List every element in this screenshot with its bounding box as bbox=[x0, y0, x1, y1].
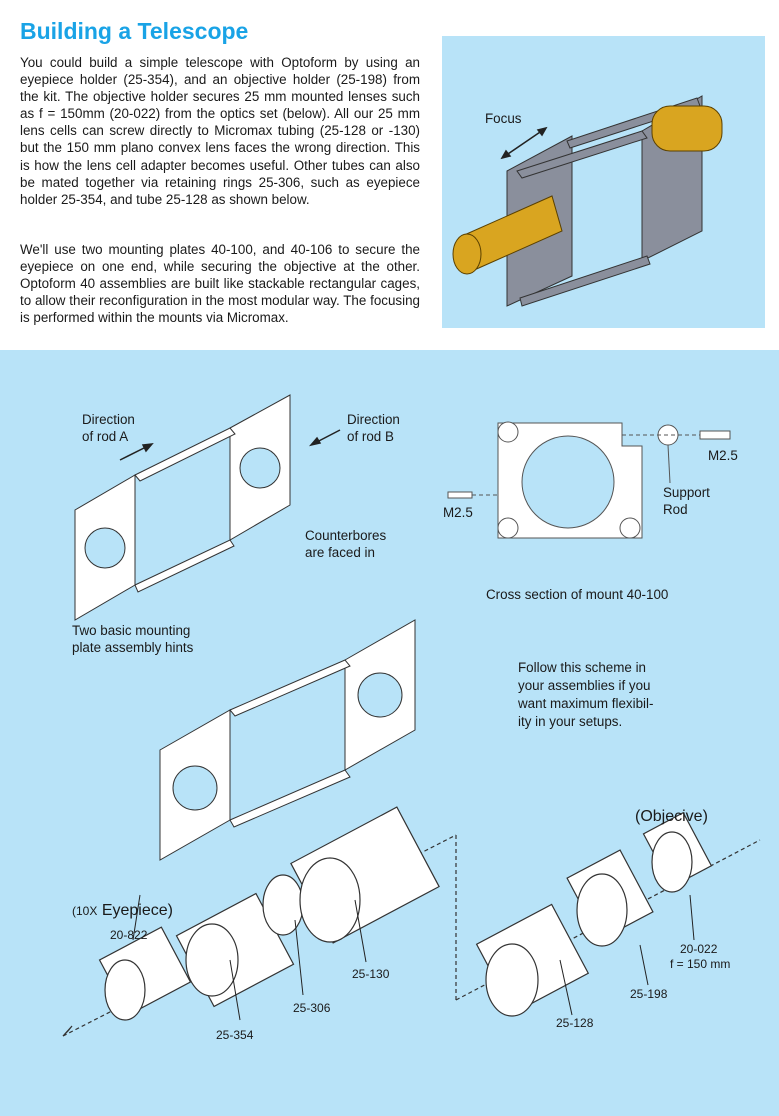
page-title: Building a Telescope bbox=[20, 18, 249, 44]
part-20-022: 20-022 bbox=[680, 942, 718, 956]
part-25-130: 25-130 bbox=[352, 967, 390, 981]
screw-right-label: M2.5 bbox=[708, 448, 738, 463]
leader-lines bbox=[132, 894, 695, 1021]
hint-cage bbox=[74, 394, 291, 621]
assembly-drawings bbox=[62, 394, 761, 1037]
telescope-drawing bbox=[452, 95, 723, 307]
telescope-illustration: Focus bbox=[442, 36, 765, 328]
rod-direction-arrows bbox=[119, 429, 341, 461]
assembly-cage bbox=[159, 619, 416, 861]
part-25-128: 25-128 bbox=[556, 1016, 594, 1030]
part-20-822: 20-822 bbox=[110, 928, 148, 942]
screw-left-label: M2.5 bbox=[443, 505, 473, 520]
cross-section-caption: Cross section of mount 40-100 bbox=[486, 587, 669, 602]
brass-tube bbox=[452, 105, 723, 275]
focus-label: Focus bbox=[485, 111, 522, 126]
part-25-198: 25-198 bbox=[630, 987, 668, 1001]
objective-label: (Objecive) bbox=[635, 808, 708, 825]
exploded-parts bbox=[62, 806, 761, 1037]
focal-length: f = 150 mm bbox=[670, 957, 731, 971]
focus-arrow-icon bbox=[500, 126, 548, 160]
eyepiece-label: (10X Eyepiece) bbox=[72, 902, 173, 919]
mounting-paragraph: We'll use two mounting plates 40-100, an… bbox=[20, 242, 420, 326]
intro-paragraph: You could build a simple telescope with … bbox=[20, 55, 420, 207]
part-25-306: 25-306 bbox=[293, 1001, 331, 1015]
part-25-354: 25-354 bbox=[216, 1028, 254, 1042]
eyepiece-lens bbox=[104, 959, 146, 1021]
mount-cross-section bbox=[447, 421, 731, 539]
